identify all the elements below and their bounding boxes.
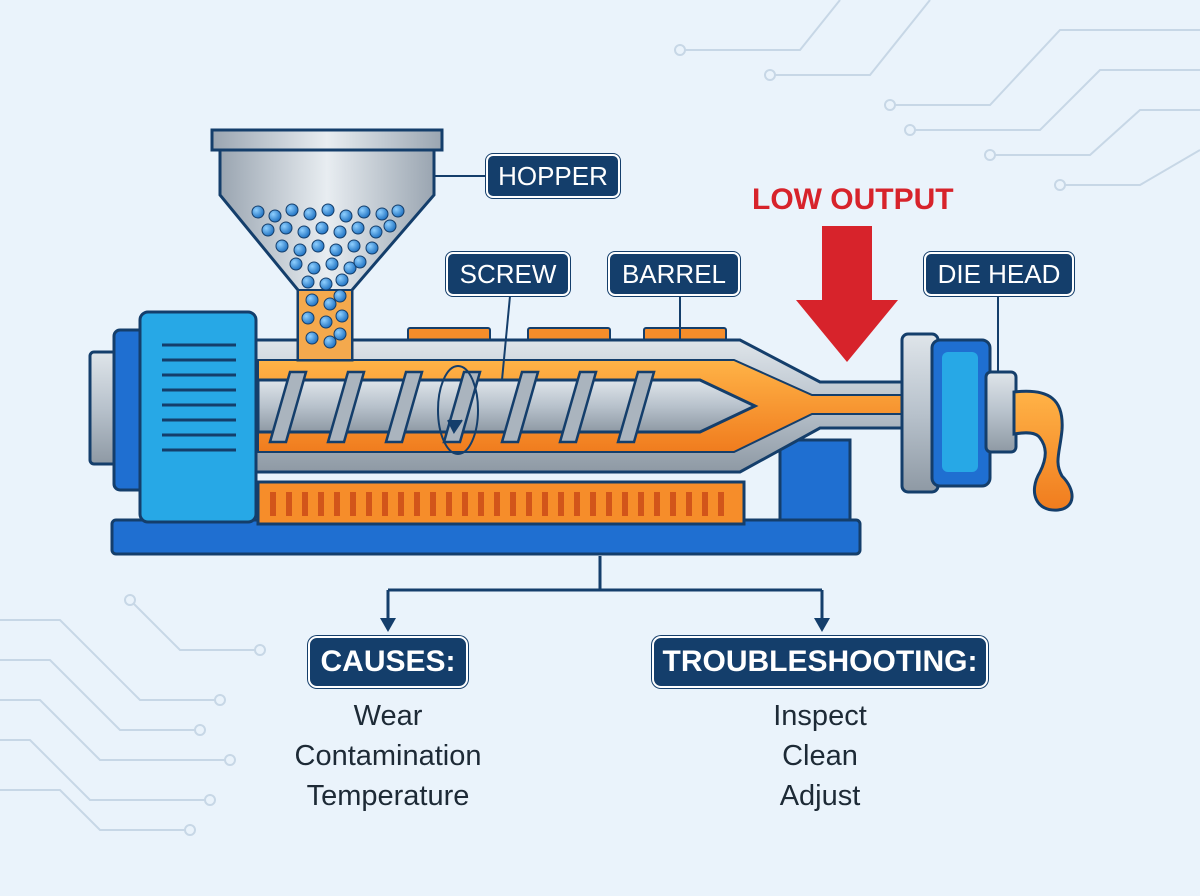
label-leaders: [434, 175, 999, 381]
troubleshooting-item: Adjust: [779, 780, 861, 812]
low-output-arrow-icon: [796, 226, 898, 362]
circuit-nodes-bottom-left: [124, 594, 266, 836]
troubleshooting-list: Inspect Clean Adjust: [700, 696, 940, 816]
die-nozzle: [984, 370, 1018, 454]
motor-vents: [162, 343, 236, 452]
causes-heading: CAUSES:: [308, 636, 468, 688]
circuit-pattern-bottom-left: [0, 599, 260, 831]
branch-connector: [386, 556, 824, 624]
die-body-highlight: [942, 352, 978, 472]
circuit-nodes-top-right: [674, 44, 1066, 191]
cause-item: Wear: [353, 700, 423, 732]
screw-label: SCREW: [446, 252, 570, 296]
low-output-alert: LOW OUTPUT: [752, 183, 954, 216]
rotation-arrow-icon: [437, 365, 479, 455]
troubleshooting-item: Clean: [782, 740, 858, 772]
motor-housing: [138, 310, 258, 524]
extrudate-drip: [1012, 389, 1074, 512]
troubleshooting-heading: TROUBLESHOOTING:: [652, 636, 988, 688]
cause-item: Temperature: [306, 780, 470, 812]
heater-fins: [270, 492, 724, 516]
causes-list: Wear Contamination Temperature: [268, 696, 508, 816]
circuit-pattern-top-right: [680, 0, 1200, 186]
die-support: [778, 438, 852, 522]
plastic-pellets: [251, 203, 405, 349]
cause-item: Contamination: [294, 740, 482, 772]
branch-arrowheads: [380, 618, 830, 632]
troubleshooting-item: Inspect: [773, 700, 867, 732]
die-head-label: DIE HEAD: [924, 252, 1074, 296]
barrel-label: BARREL: [608, 252, 740, 296]
hopper-label: HOPPER: [486, 154, 620, 198]
